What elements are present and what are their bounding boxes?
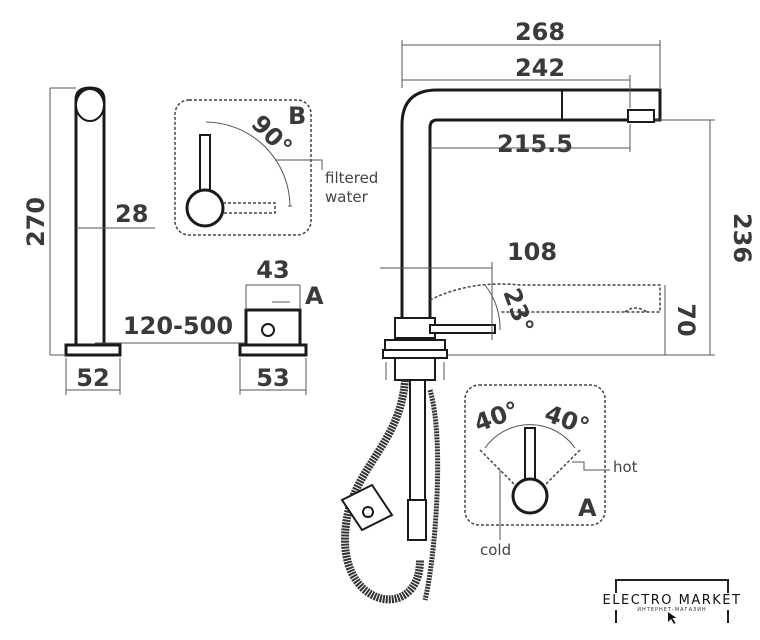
dim-pullout-angle: 23° [497,284,539,336]
dim-spout-reach: 242 [515,54,565,82]
electro-market-logo: ELECTRO MARKET ИНТЕРНЕТ-МАГАЗИН [603,579,742,624]
cursor-icon [668,612,677,624]
dim-distance: 120-500 [123,312,233,340]
dim-total-reach: 268 [515,18,565,46]
filtered-water-line2: water [325,188,369,206]
dim-body-diameter: 28 [115,200,148,228]
cold-label: cold [480,541,511,559]
main-dimension-lines [380,40,715,356]
dim-base-diameter: 52 [76,364,109,392]
dim-filter-base: 53 [256,364,289,392]
filter-connector [238,284,308,395]
dim-outlet-reach: 215.5 [497,130,573,158]
dim-outlet-height: 236 [728,213,756,263]
detail-a-angle-right: 40° [541,399,593,441]
filtered-water-line1: filtered [325,169,378,187]
detail-a-label: A [578,494,597,522]
dim-filter-diameter: 43 [256,256,289,284]
detail-b-label: B [288,102,306,130]
dim-pullout-reach: 108 [507,238,557,266]
logo-subtitle: ИНТЕРНЕТ-МАГАЗИН [637,607,706,613]
side-view-pillar [49,86,245,395]
hoses [340,379,441,604]
hot-label: hot [613,458,638,476]
detail-a-angle-left: 40° [470,396,522,438]
detail-b-box [174,99,323,236]
detail-a-box [464,384,610,540]
dim-lever-height: 70 [672,303,700,336]
dim-total-height: 270 [22,197,50,247]
filter-marker-a: A [305,282,324,310]
logo-title: ELECTRO MARKET [603,593,742,608]
